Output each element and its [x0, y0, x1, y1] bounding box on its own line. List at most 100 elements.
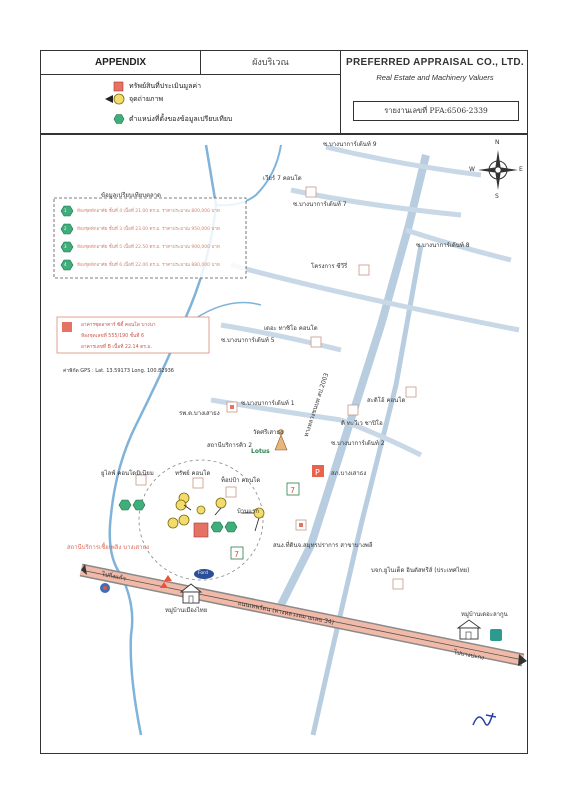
comparison-title: ข้อมูลเปรียบเทียบตลาด — [101, 192, 161, 199]
green-hexagon-icon — [60, 259, 74, 271]
subject-line: ห้องชุดเลขที่ 555/190 ชั้นที่ 6 — [81, 334, 145, 339]
green-hexagon-icon — [60, 241, 74, 253]
label-ngv: สถานีบริการเชื้อเพลิง บางเสาธง — [67, 544, 150, 551]
camera-point-icon — [175, 499, 187, 511]
ford-logo-icon — [194, 569, 214, 579]
company-block: PREFERRED APPRAISAL CO., LTD. Real Estat… — [341, 51, 529, 135]
svg-text:P: P — [315, 468, 320, 477]
camera-point-icon — [215, 497, 227, 509]
label-soi7: ซ.บางนาการ์เด้นท์ 7 — [293, 201, 347, 208]
highway-west-arrow — [81, 564, 87, 575]
compass-s: S — [495, 193, 499, 200]
label-project: โครงการ ซีวีรี่ — [311, 263, 348, 270]
marker-splendid — [405, 386, 417, 398]
map-canvas: 7 7 P — [53, 144, 527, 736]
comparison-item: ห้องชุดพักอาศัย ชั้นที่ 4 เนื้อที่ 21.00… — [77, 209, 220, 214]
label-ford: Ford — [198, 571, 208, 576]
legend-icons — [105, 81, 125, 124]
camera-point-icon — [113, 93, 125, 105]
compass-n: N — [495, 139, 500, 146]
subject-box-icon — [62, 322, 72, 332]
label-soi8: ซ.บางนาการ์เด้นท์ 8 — [416, 242, 470, 249]
green-hexagon-icon — [60, 205, 74, 217]
label-cond-b: ทรัพย์ คอนโด — [175, 470, 211, 477]
label-vr7: เวียร์ 7 คอนโด — [263, 175, 302, 182]
subject-property — [193, 522, 209, 538]
label-soi5: ซ.บางนาการ์เด้นท์ 5 — [221, 337, 275, 344]
label-office: สนง.ที่ดินจ.สมุทรปราการ สาขาบางพลี — [273, 542, 373, 549]
gas-station-icon — [100, 583, 110, 593]
subject-radius — [138, 459, 264, 581]
highway-east-arrow — [518, 654, 527, 666]
green-hexagon-icon — [113, 114, 125, 124]
label-soi2: ซ.บางนาการ์เด้นท์ 2 — [331, 440, 385, 447]
comparison-markers — [60, 205, 238, 533]
legend-photo: จุดถ่ายภาพ — [129, 95, 164, 103]
arrow-icon — [105, 95, 113, 103]
label-cond-d: บ้านแรก — [237, 508, 260, 515]
label-lotus: Lotus — [251, 448, 270, 455]
label-splendid: สะดิโอ้ คอนโด — [367, 397, 406, 404]
seven-eleven-icon: 7 — [286, 482, 300, 496]
comparison-box — [53, 197, 247, 279]
section-label: ผังบริเวณ — [201, 51, 341, 75]
subject-box — [56, 316, 210, 354]
police-icon: P — [312, 465, 324, 477]
soi-8-road — [405, 227, 512, 263]
green-hexagon-icon — [224, 521, 238, 533]
marker-cond-a — [135, 474, 147, 486]
soi-1-road — [210, 397, 342, 423]
marker-company — [392, 578, 404, 590]
comparison-item: ห้องชุดพักอาศัย ชั้นที่ 3 เนื้อที่ 23.00… — [77, 227, 220, 232]
soi-5-road — [220, 322, 342, 353]
house-icon-left — [179, 583, 203, 604]
label-village-right: หมู่บ้านเดอะลากูน — [461, 611, 508, 618]
label-post: สภ.บางเสาธง — [331, 470, 367, 477]
label-soi9: ซ.บางนาการ์เด้นท์ 9 — [323, 141, 377, 148]
svg-text:7: 7 — [234, 550, 239, 559]
red-square-icon — [113, 81, 124, 92]
photo-points — [167, 492, 265, 529]
gps-coordinates: ค่าพิกัด GPS : Lat. 13.59173 Long. 100.8… — [63, 368, 174, 374]
svg-text:7: 7 — [290, 486, 295, 495]
comparison-item: ห้องชุดพักอาศัย ชั้นที่ 6 เนื้อที่ 22.00… — [77, 263, 220, 268]
label-hatyai: เดอะ ทาซิโอ คอนโด — [264, 325, 318, 332]
compass-w: W — [469, 166, 475, 173]
label-soi1: ซ.บางนาการ์เด้นท์ 1 — [241, 400, 295, 407]
compass-rose — [478, 150, 518, 190]
subject-line: อาคารชุดอาคาร์ ซิตี้ คอนโด บางนา — [81, 323, 156, 328]
rural-road-2 — [310, 244, 424, 736]
marker-project — [358, 264, 370, 276]
label-village-left: หมู่บ้านเมืองไทย — [165, 607, 208, 614]
green-hexagon-icon — [210, 521, 224, 533]
subject-line: อาคารเลขที่ B เนื้อที่ 22.14 ตร.ม. — [81, 345, 153, 350]
label-shop: สถานีบริการคิว 2 — [207, 442, 253, 449]
legend-comparison: ตำแหน่งที่ตั้งของข้อมูลเปรียบเทียบ — [129, 115, 233, 123]
temple-icon — [274, 429, 288, 451]
site-map: 7 7 P — [40, 134, 528, 754]
signature-mark — [472, 712, 497, 726]
green-hexagon-icon — [60, 223, 74, 235]
legend: ทรัพย์สินที่ประเมินมูลค่า จุดถ่ายภาพ ตำแ… — [41, 75, 341, 135]
company-subtitle: Real Estate and Machinery Valuers — [376, 73, 494, 82]
house-icon-right — [456, 619, 482, 640]
seven-eleven-icon: 7 — [230, 546, 244, 560]
soi-2-road — [340, 417, 423, 458]
marker-cond-b — [192, 477, 204, 489]
company-name: PREFERRED APPRAISAL CO., LTD. — [346, 57, 524, 68]
appendix-label: APPENDIX — [41, 51, 201, 75]
label-temple: วัดศรีเสาธง — [253, 429, 283, 436]
camera-point-icon — [167, 517, 179, 529]
rural-road — [277, 154, 430, 607]
pond-icon — [490, 629, 502, 641]
marker-rivulet — [347, 404, 359, 416]
photo-arrows — [183, 504, 260, 532]
report-number: รายงานเลขที่ PFA:6506-2339 — [353, 101, 519, 121]
green-hexagon-icon — [132, 499, 146, 511]
marker-cond-c — [225, 486, 237, 498]
header-table: APPENDIX ผังบริเวณ PREFERRED APPRAISAL C… — [40, 50, 529, 135]
green-hexagon-icon — [118, 499, 132, 511]
label-school: รพ.ต.บางเสาธง — [179, 410, 220, 417]
label-cond-c: ท็อปป้า คอนโด — [221, 477, 261, 484]
